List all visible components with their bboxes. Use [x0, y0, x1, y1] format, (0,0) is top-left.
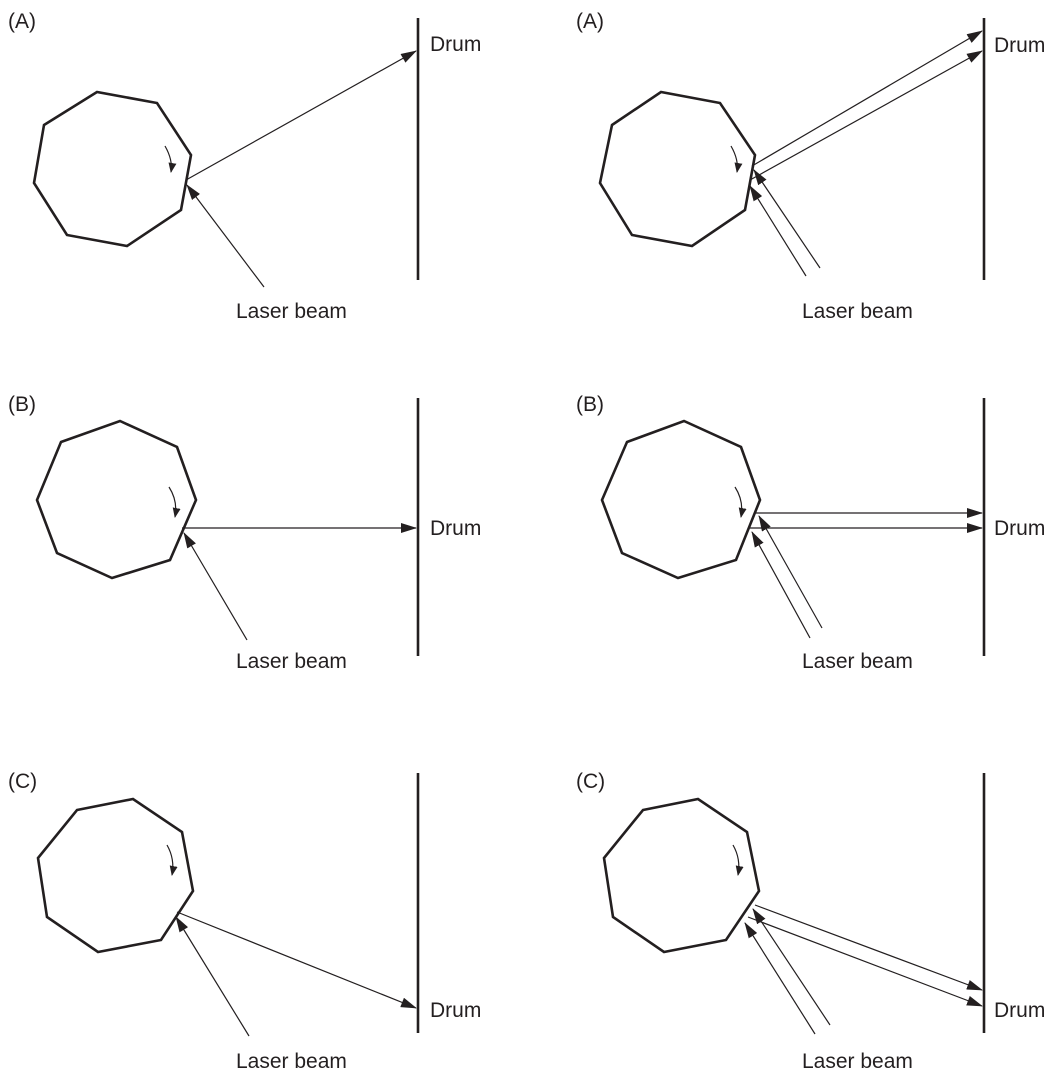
- panel-tag: (C): [576, 770, 605, 793]
- panel-tag: (A): [8, 10, 36, 33]
- incident-beam-arrow-2: [749, 185, 807, 277]
- panel-right-c: (C) Drum Laser beam: [576, 770, 1045, 1073]
- polygon-mirror: [35, 419, 198, 580]
- drum-label: Drum: [430, 999, 481, 1022]
- rotation-arrow-icon: [730, 145, 743, 173]
- incident-beam-arrow-1: [752, 908, 831, 1026]
- reflected-beam-arrow-1: [754, 904, 983, 991]
- reflected-beam-arrow-2: [749, 50, 983, 181]
- laser-beam-label: Laser beam: [802, 650, 913, 673]
- incident-beam-arrow-2: [744, 922, 816, 1035]
- incident-beam-arrow-1: [753, 169, 821, 269]
- rotation-arrow-icon: [166, 844, 178, 876]
- incident-beam-arrow-1: [758, 515, 823, 629]
- rotation-arrow-icon: [734, 486, 747, 518]
- panel-right-b: (B) Drum Laser beam: [576, 393, 1045, 673]
- incident-beam-arrow: [183, 532, 248, 641]
- panel-left-b: (B) Drum Laser beam: [8, 393, 481, 673]
- laser-beam-label: Laser beam: [802, 1050, 913, 1073]
- incident-beam-arrow: [186, 184, 265, 288]
- laser-beam-label: Laser beam: [236, 300, 347, 323]
- panel-tag: (B): [8, 393, 36, 416]
- rotation-arrow-icon: [168, 486, 181, 518]
- drum-label: Drum: [994, 517, 1045, 540]
- drum-label: Drum: [430, 517, 481, 540]
- panel-left-a: (A) Drum Laser beam: [8, 10, 481, 323]
- drum-label: Drum: [994, 999, 1045, 1022]
- laser-beam-label: Laser beam: [236, 1050, 347, 1073]
- laser-beam-label: Laser beam: [236, 650, 347, 673]
- reflected-beam-arrow: [185, 50, 417, 181]
- rotation-arrow-icon: [732, 844, 744, 876]
- panel-tag: (B): [576, 393, 604, 416]
- polygon-mirror: [602, 797, 761, 954]
- polygon-mirror: [36, 797, 195, 954]
- panel-right-a: (A) Drum Laser beam: [576, 10, 1045, 323]
- panel-left-c: (C) Drum Laser beam: [8, 770, 481, 1073]
- reflected-beam-arrow-2: [747, 916, 983, 1007]
- polygon-mirror: [600, 419, 762, 580]
- incident-beam-arrow: [175, 916, 250, 1037]
- reflected-beam-arrow: [176, 911, 417, 1009]
- drum-label: Drum: [430, 33, 481, 56]
- incident-beam-arrow-2: [751, 531, 811, 639]
- rotation-arrow-icon: [164, 145, 177, 173]
- drum-label: Drum: [994, 34, 1045, 57]
- panel-tag: (C): [8, 770, 37, 793]
- polygon-mirror: [32, 90, 193, 248]
- reflected-beam-arrow-1: [751, 30, 983, 167]
- panel-tag: (A): [576, 10, 604, 33]
- polygon-mirror: [598, 90, 757, 248]
- laser-beam-label: Laser beam: [802, 300, 913, 323]
